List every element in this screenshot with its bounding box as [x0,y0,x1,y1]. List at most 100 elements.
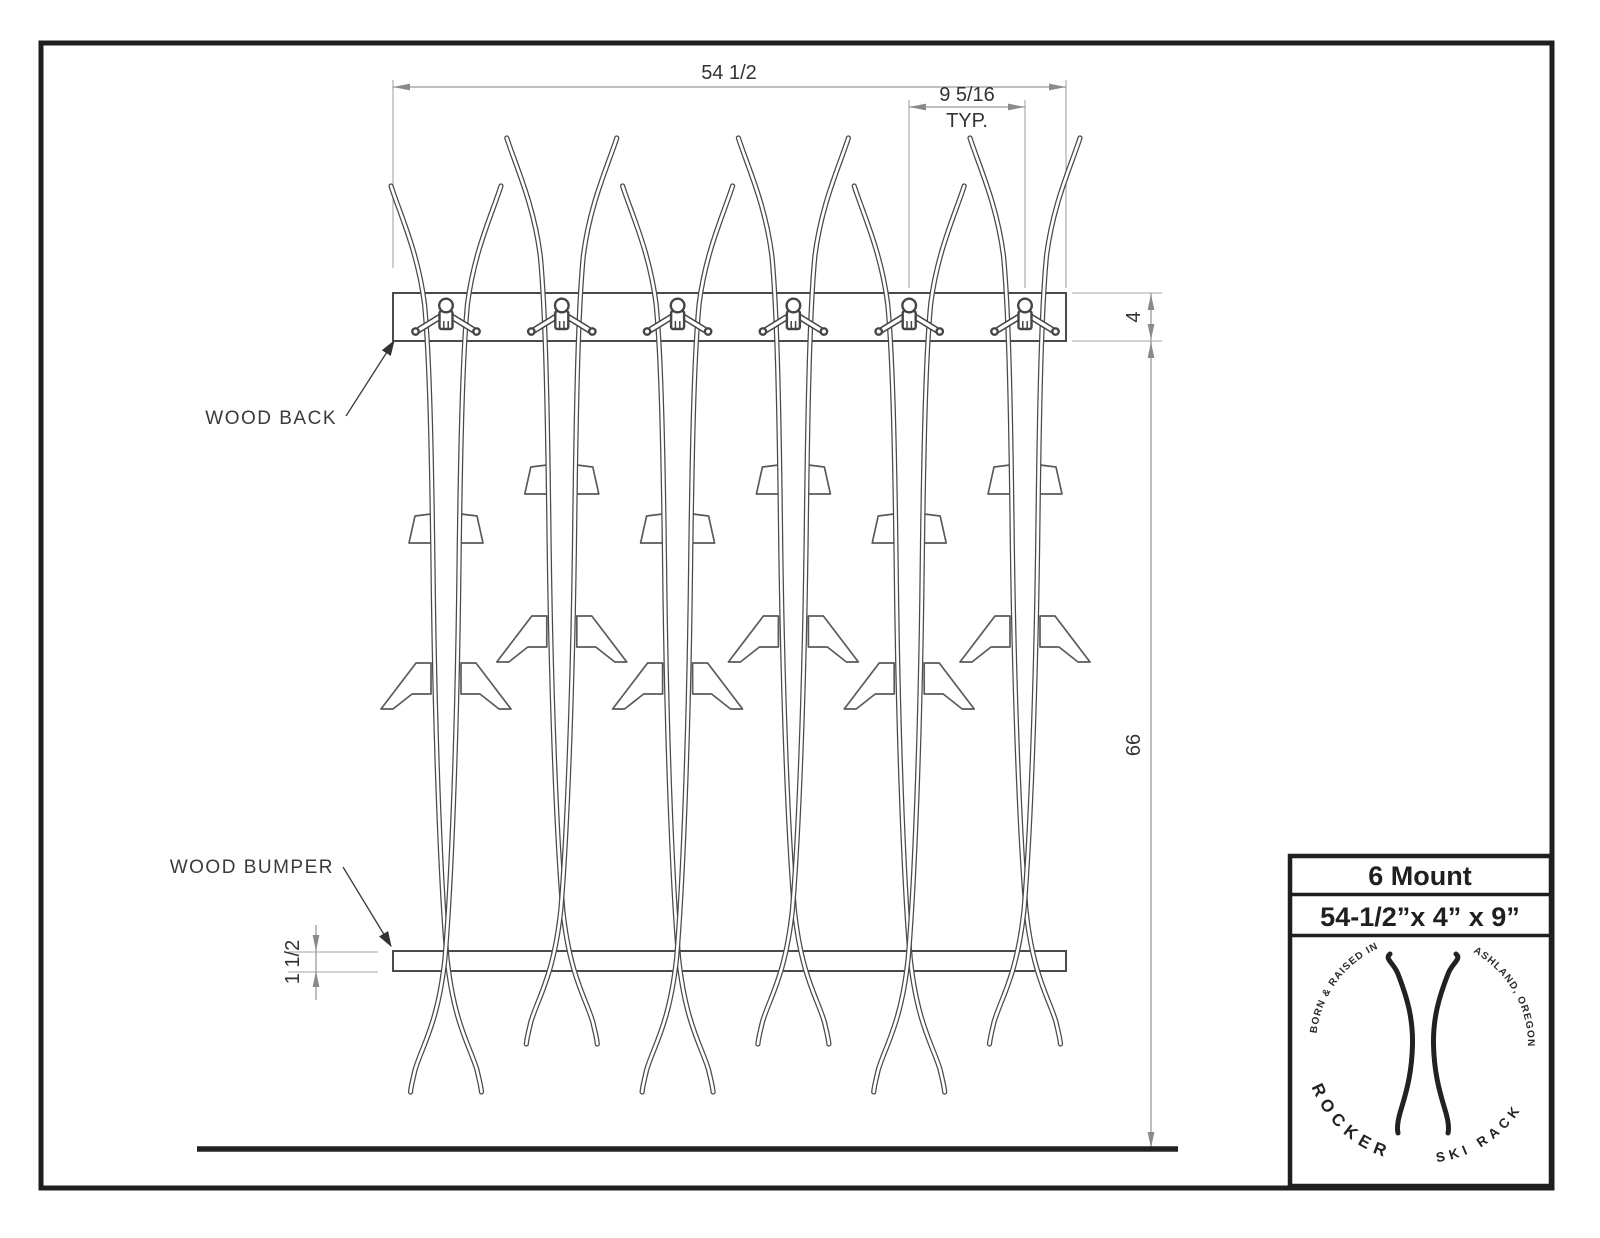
title-block: 6 Mount 54-1/2”x 4” x 9” BORN & RAISED I… [1287,853,1554,1189]
dim-text-overall-width: 54 1/2 [701,62,757,84]
wood-back-label: WOOD BACK [205,408,337,429]
wood-bumper-leader [342,866,392,948]
ski-pair-6 [967,135,1083,1047]
hook-wing-right [1039,615,1091,663]
hooks-layer [380,464,1091,710]
hook-wing-right [575,615,628,663]
clip-bolt [819,327,829,336]
dim-arrow [312,971,320,987]
ski-left-face [389,184,483,1094]
dim-arrow [1147,342,1155,358]
clip-bolt [472,327,481,336]
hook-wing-left [495,615,548,663]
clip-bolt [703,327,713,336]
ski-right-face [756,136,850,1046]
dim-arrow [1147,324,1155,340]
hook-tab-right [575,464,600,495]
hook-tab-right [460,513,484,544]
clip-bolt [990,327,999,336]
title-block-frame [1287,853,1554,1189]
dim-arrow [393,83,410,91]
ski-left-face [968,136,1062,1046]
dim-text-back-height: 4 [1123,311,1145,322]
ski-right-face [409,184,503,1094]
clip-body [438,309,454,331]
hook-wing-right [691,662,744,710]
hook-wing-left [843,662,896,710]
clip-bolt [411,327,420,336]
ski-left-face [621,184,715,1094]
clip-ring [785,297,802,314]
mount-clip-4 [758,297,829,336]
ski-left-face [505,136,599,1046]
hook-wing-left [959,615,1011,663]
clip-body [669,309,686,331]
dimension-layer: 54 1/2 9 5/16 TYP. 4 66 1 1/2 [282,62,1162,1149]
mount-clip-5 [874,297,945,336]
ski-pair-1 [388,183,504,1095]
dim-text-mount-height: 66 [1123,734,1145,756]
clip-bolt [935,327,945,336]
hook-tab-left [408,513,432,544]
hook-tab-left [987,464,1011,495]
clip-bolt [874,327,884,336]
wood-back-leader [345,339,395,417]
wood-bumper [392,950,1067,972]
ski-right-face [988,136,1082,1046]
logo-ski-left-icon [1385,951,1416,1136]
ski-right-face [872,184,966,1094]
hook-tab-right [807,464,832,495]
ski-left-face [737,136,831,1046]
ski-pair-2 [504,135,620,1047]
clip-ring [438,297,455,314]
ski-right-face [640,184,734,1094]
mount-clip-3 [642,297,713,336]
dim-arrow [312,935,320,951]
hook-tab-right [691,513,716,544]
dim-arrow [1008,103,1025,111]
clip-ring [669,297,686,314]
hook-tab-right [1039,464,1063,495]
clip-bolt [1051,327,1060,336]
hook-wing-right [460,662,512,710]
hook-tab-left [523,464,548,495]
hook-tab-left [871,513,896,544]
clips-layer [411,297,1060,336]
mount-clip-1 [411,297,481,336]
clip-bolt [587,327,597,336]
hook-wing-right [807,615,860,663]
hook-wing-right [923,662,976,710]
dim-text-bumper-thickness: 1 1/2 [282,940,304,984]
clip-bolt [526,327,536,336]
clip-bolt [758,327,768,336]
hook-wing-left [727,615,780,663]
mount-clip-6 [990,297,1060,336]
dim-text-spacing-note: TYP. [946,110,988,132]
clip-ring [553,297,570,314]
ski-left-face [852,184,947,1094]
ski-pair-5 [851,183,967,1095]
clip-body [1017,309,1033,331]
clip-bolt [642,327,652,336]
sheet-border [38,40,1555,1191]
dim-text-mount-spacing: 9 5/16 [939,84,995,106]
ski-right-face [524,136,619,1046]
model-size: 54-1/2”x 4” x 9” [1320,902,1520,932]
clip-body [901,309,917,331]
hook-wing-left [380,662,432,710]
skis-layer [388,135,1083,1095]
dim-arrow [1147,294,1155,310]
dim-arrow [1049,83,1066,91]
wood-back [392,292,1067,342]
clip-ring [1017,297,1034,314]
hook-tab-left [755,464,780,495]
dim-arrow [909,103,926,111]
ski-pair-4 [735,135,851,1047]
model-name: 6 Mount [1368,861,1471,891]
logo-ski-right-icon [1430,951,1461,1136]
callout-layer: WOOD BACK WOOD BUMPER [170,339,395,948]
dim-arrow [1147,1132,1155,1148]
hook-tab-right [923,513,948,544]
